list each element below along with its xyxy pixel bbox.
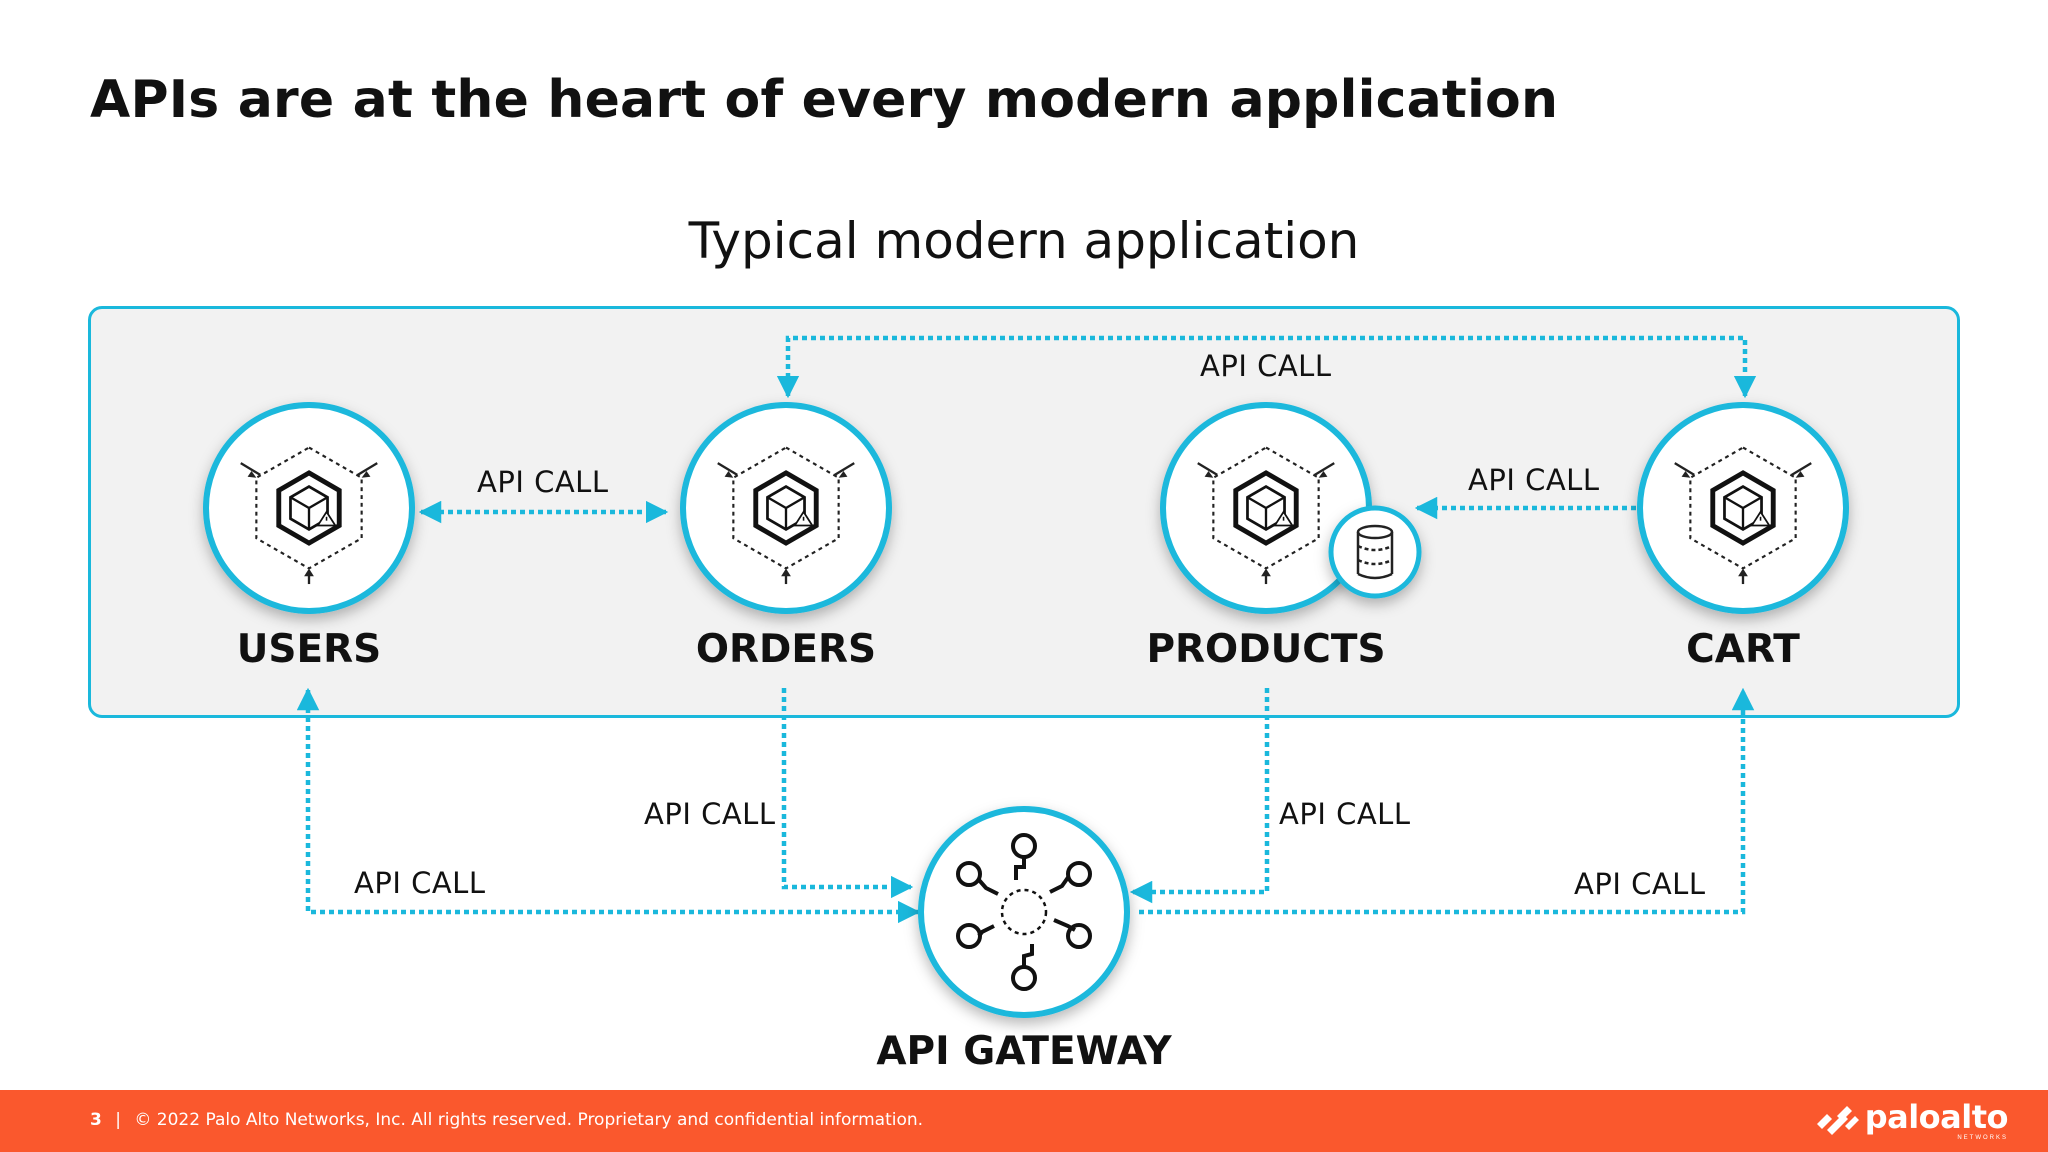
paloalto-logo: paloalto NETWORKS xyxy=(1813,1098,2009,1142)
users-gateway-label: API CALL xyxy=(354,866,486,900)
cart-gateway-label: API CALL xyxy=(1574,867,1706,901)
footer-text: 3 | © 2022 Palo Alto Networks, Inc. All … xyxy=(90,1110,923,1130)
paloalto-mark-icon xyxy=(1816,1106,1859,1135)
diagram-subtitle: Typical modern application xyxy=(688,212,1360,270)
users-gateway-connector xyxy=(296,687,921,924)
products-gateway-connector xyxy=(1129,688,1270,904)
orders-gateway-label: API CALL xyxy=(644,797,776,831)
cart-products-label: API CALL xyxy=(1468,463,1600,497)
copyright-notice: © 2022 Palo Alto Networks, Inc. All righ… xyxy=(134,1110,924,1130)
footer-bar: 3 | © 2022 Palo Alto Networks, Inc. All … xyxy=(0,1090,2048,1152)
connector-lines xyxy=(296,335,1757,924)
cart-service-node xyxy=(1637,402,1849,614)
api-gateway-node xyxy=(918,806,1130,1018)
page-number: 3 xyxy=(90,1110,102,1130)
database-icon xyxy=(1356,524,1394,580)
products-gateway-label: API CALL xyxy=(1279,797,1411,831)
orders-cart-top-label: API CALL xyxy=(1200,349,1332,383)
orders-cart-top-connector xyxy=(776,335,1757,399)
logo-wordmark: paloalto xyxy=(1864,1098,2009,1136)
slide-title: APIs are at the heart of every modern ap… xyxy=(90,70,1559,130)
cart-gateway-connector xyxy=(1139,687,1755,915)
footer-separator: | xyxy=(115,1110,121,1130)
products-label: PRODUCTS xyxy=(1146,627,1386,672)
database-badge xyxy=(1328,505,1422,599)
logo-subtext: NETWORKS xyxy=(1957,1135,2008,1141)
cart-label: CART xyxy=(1686,627,1800,672)
orders-label: ORDERS xyxy=(695,627,877,672)
users-label: USERS xyxy=(236,627,382,672)
orders-gateway-connector xyxy=(781,688,914,899)
gateway-hub-icon xyxy=(956,833,1092,991)
users-service-node xyxy=(203,402,415,614)
orders-service-node xyxy=(680,402,892,614)
api-gateway-label: API GATEWAY xyxy=(876,1029,1172,1074)
users-orders-label: API CALL xyxy=(477,465,609,499)
